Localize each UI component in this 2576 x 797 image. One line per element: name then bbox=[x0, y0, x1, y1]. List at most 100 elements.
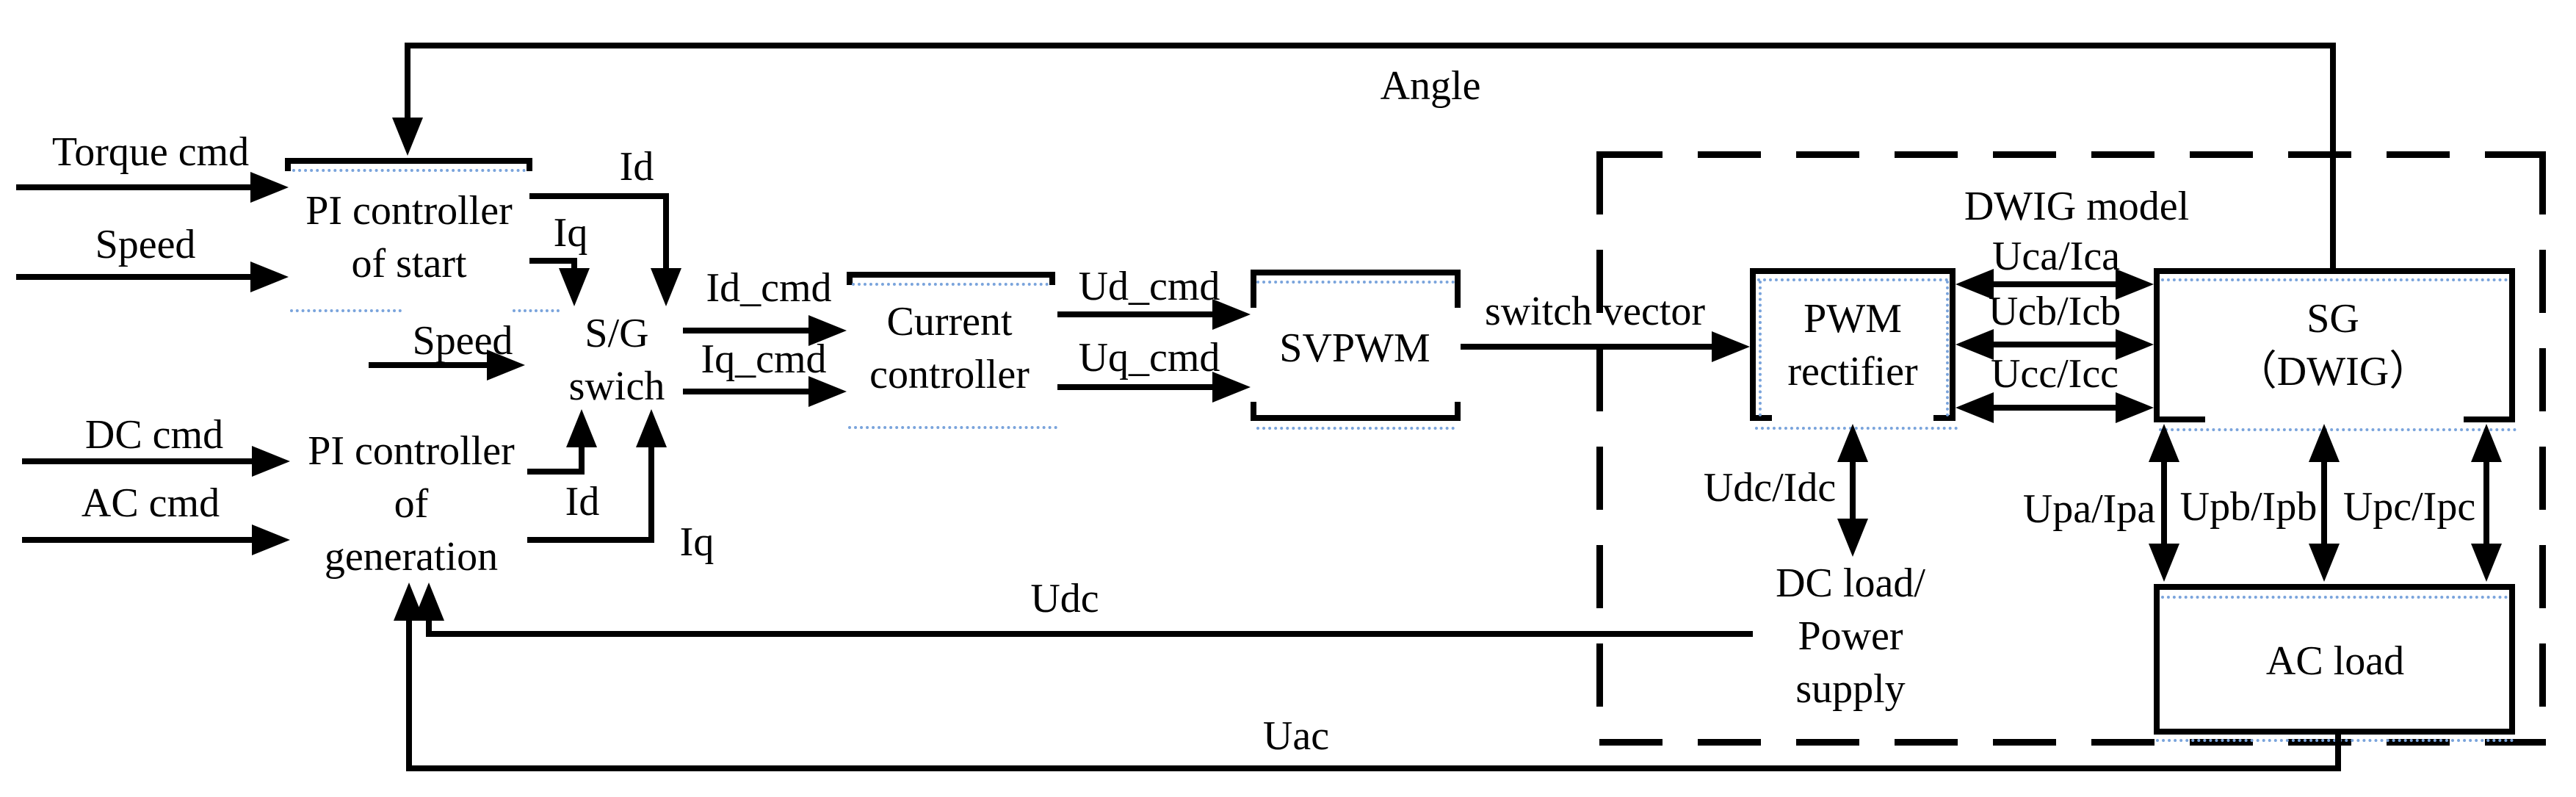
angle-arrowhead bbox=[392, 118, 423, 156]
label-upc-ipc: Upc/Ipc bbox=[2342, 484, 2476, 530]
label-dwig-model: DWIG model bbox=[1964, 184, 2190, 229]
label-ucb-icb: Ucb/Icb bbox=[1988, 289, 2121, 334]
uq-cmd-arrowhead bbox=[1212, 372, 1251, 403]
udc-idc-arrowhead-down bbox=[1837, 519, 1868, 557]
upc-arrowhead-up bbox=[2471, 424, 2502, 462]
pwm-bottom-stub-right bbox=[1933, 415, 1955, 421]
label-dc-cmd: DC cmd bbox=[84, 412, 224, 458]
label-ac-cmd: AC cmd bbox=[81, 480, 220, 526]
block-pi-start bbox=[285, 158, 532, 171]
block-svpwm-bottom bbox=[1251, 402, 1461, 421]
speed-mid-arrowhead bbox=[487, 350, 525, 381]
switch-vector-wire bbox=[1461, 344, 1712, 350]
udc-arrowhead bbox=[413, 583, 444, 621]
gen-id-arrowhead bbox=[566, 409, 597, 447]
artifact-dots bbox=[2161, 278, 2508, 281]
label-udc-idc: Udc/Idc bbox=[1703, 465, 1837, 511]
speed-arrowhead bbox=[250, 262, 289, 292]
gen-iq-riser bbox=[648, 444, 654, 543]
ac-load-riser bbox=[2335, 735, 2341, 768]
uq-cmd-wire bbox=[1057, 384, 1212, 390]
artifact-dots bbox=[2156, 739, 2514, 742]
angle-feedback-drop bbox=[405, 46, 410, 120]
id-arrowhead bbox=[651, 268, 681, 306]
sg-bottom-stub-left bbox=[2154, 416, 2205, 422]
label-upb-ipb: Upb/Ipb bbox=[2179, 484, 2318, 530]
block-current-controller bbox=[847, 272, 1055, 285]
upc-wire bbox=[2483, 461, 2489, 545]
artifact-dots bbox=[1759, 281, 1762, 416]
label-ac-load: AC load bbox=[2265, 638, 2405, 684]
artifact-dots bbox=[290, 309, 402, 312]
label-dc-load: DC load/ Power supply bbox=[1776, 560, 1925, 712]
label-pi-generation: PI controller of generation bbox=[308, 428, 515, 580]
ucb-arrowhead-left bbox=[1955, 329, 1994, 360]
label-uq-cmd: Uq_cmd bbox=[1078, 335, 1220, 381]
artifact-dots bbox=[852, 283, 1049, 286]
gen-iq-wire bbox=[527, 537, 654, 543]
gen-id-wire bbox=[527, 469, 585, 475]
label-id-mid: Id bbox=[565, 479, 600, 524]
artifact-dots bbox=[292, 169, 526, 172]
udc-idc-arrowhead-up bbox=[1837, 424, 1868, 462]
label-pwm-rectifier: PWM rectifier bbox=[1787, 296, 1918, 394]
dwig-boundary-left bbox=[1596, 151, 1603, 742]
uca-arrowhead-right bbox=[2116, 269, 2154, 300]
dwig-boundary-bottom bbox=[1599, 739, 2546, 746]
artifact-dots bbox=[2161, 596, 2508, 599]
dc-cmd-arrowhead bbox=[252, 446, 290, 477]
upb-arrowhead-down bbox=[2309, 544, 2340, 582]
block-sg-dwig bbox=[2154, 268, 2515, 422]
label-iq-mid: Iq bbox=[679, 519, 714, 565]
udc-feedback-riser bbox=[426, 621, 432, 634]
angle-feedback-line bbox=[405, 43, 2336, 48]
label-svpwm: SVPWM bbox=[1279, 325, 1430, 371]
label-uca-ica: Uca/Ica bbox=[1991, 234, 2121, 279]
label-iq-cmd: Iq_cmd bbox=[701, 336, 827, 382]
upb-arrowhead-up bbox=[2309, 424, 2340, 462]
id-wire-drop bbox=[663, 193, 669, 268]
label-ud-cmd: Ud_cmd bbox=[1078, 264, 1220, 309]
udc-idc-wire bbox=[1850, 461, 1856, 520]
artifact-dots bbox=[1757, 278, 1948, 281]
torque-cmd-arrowhead bbox=[250, 172, 289, 203]
label-current-controller: Current controller bbox=[869, 299, 1030, 397]
udc-feedback-line bbox=[426, 631, 1753, 637]
label-upa-ipa: Upa/Ipa bbox=[2022, 486, 2156, 532]
sg-bottom-stub-right bbox=[2464, 416, 2515, 422]
iq-cmd-arrowhead bbox=[808, 376, 847, 407]
upa-wire bbox=[2161, 461, 2167, 545]
angle-feedback-riser bbox=[2330, 46, 2336, 268]
ac-cmd-arrowhead bbox=[252, 524, 290, 555]
artifact-dots bbox=[1946, 281, 1949, 416]
label-speed-mid: Speed bbox=[412, 318, 513, 364]
label-sg-dwig: SG （DWIG） bbox=[2235, 296, 2431, 394]
ucc-arrowhead-right bbox=[2116, 392, 2154, 423]
block-svpwm-top bbox=[1251, 270, 1461, 308]
label-pi-start: PI controller of start bbox=[305, 188, 513, 286]
iq-arrowhead bbox=[559, 268, 590, 306]
ac-cmd-wire bbox=[22, 537, 252, 543]
iq-cmd-wire bbox=[683, 389, 808, 394]
label-ucc-icc: Ucc/Icc bbox=[1990, 351, 2119, 397]
ud-cmd-wire bbox=[1057, 311, 1212, 317]
label-sg-switch: S/G swich bbox=[568, 311, 665, 409]
label-uac: Uac bbox=[1262, 713, 1330, 759]
switch-vector-arrowhead bbox=[1712, 331, 1750, 362]
label-speed-top: Speed bbox=[95, 222, 196, 267]
block-pwm-rectifier bbox=[1750, 268, 1955, 421]
uca-wire bbox=[1986, 281, 2116, 287]
label-torque-cmd: Torque cmd bbox=[51, 129, 250, 175]
dwig-boundary-top bbox=[1599, 151, 2546, 158]
id-cmd-wire bbox=[683, 328, 808, 333]
id-wire-top bbox=[529, 193, 669, 199]
uac-feedback-line bbox=[406, 765, 2341, 771]
label-udc: Udc bbox=[1030, 576, 1099, 621]
artifact-dots bbox=[1256, 427, 1455, 430]
artifact-dots bbox=[848, 426, 1057, 429]
speed-wire bbox=[16, 274, 250, 280]
uca-arrowhead-left bbox=[1955, 269, 1994, 300]
label-id-cmd: Id_cmd bbox=[706, 265, 832, 311]
id-cmd-arrowhead bbox=[808, 315, 847, 346]
